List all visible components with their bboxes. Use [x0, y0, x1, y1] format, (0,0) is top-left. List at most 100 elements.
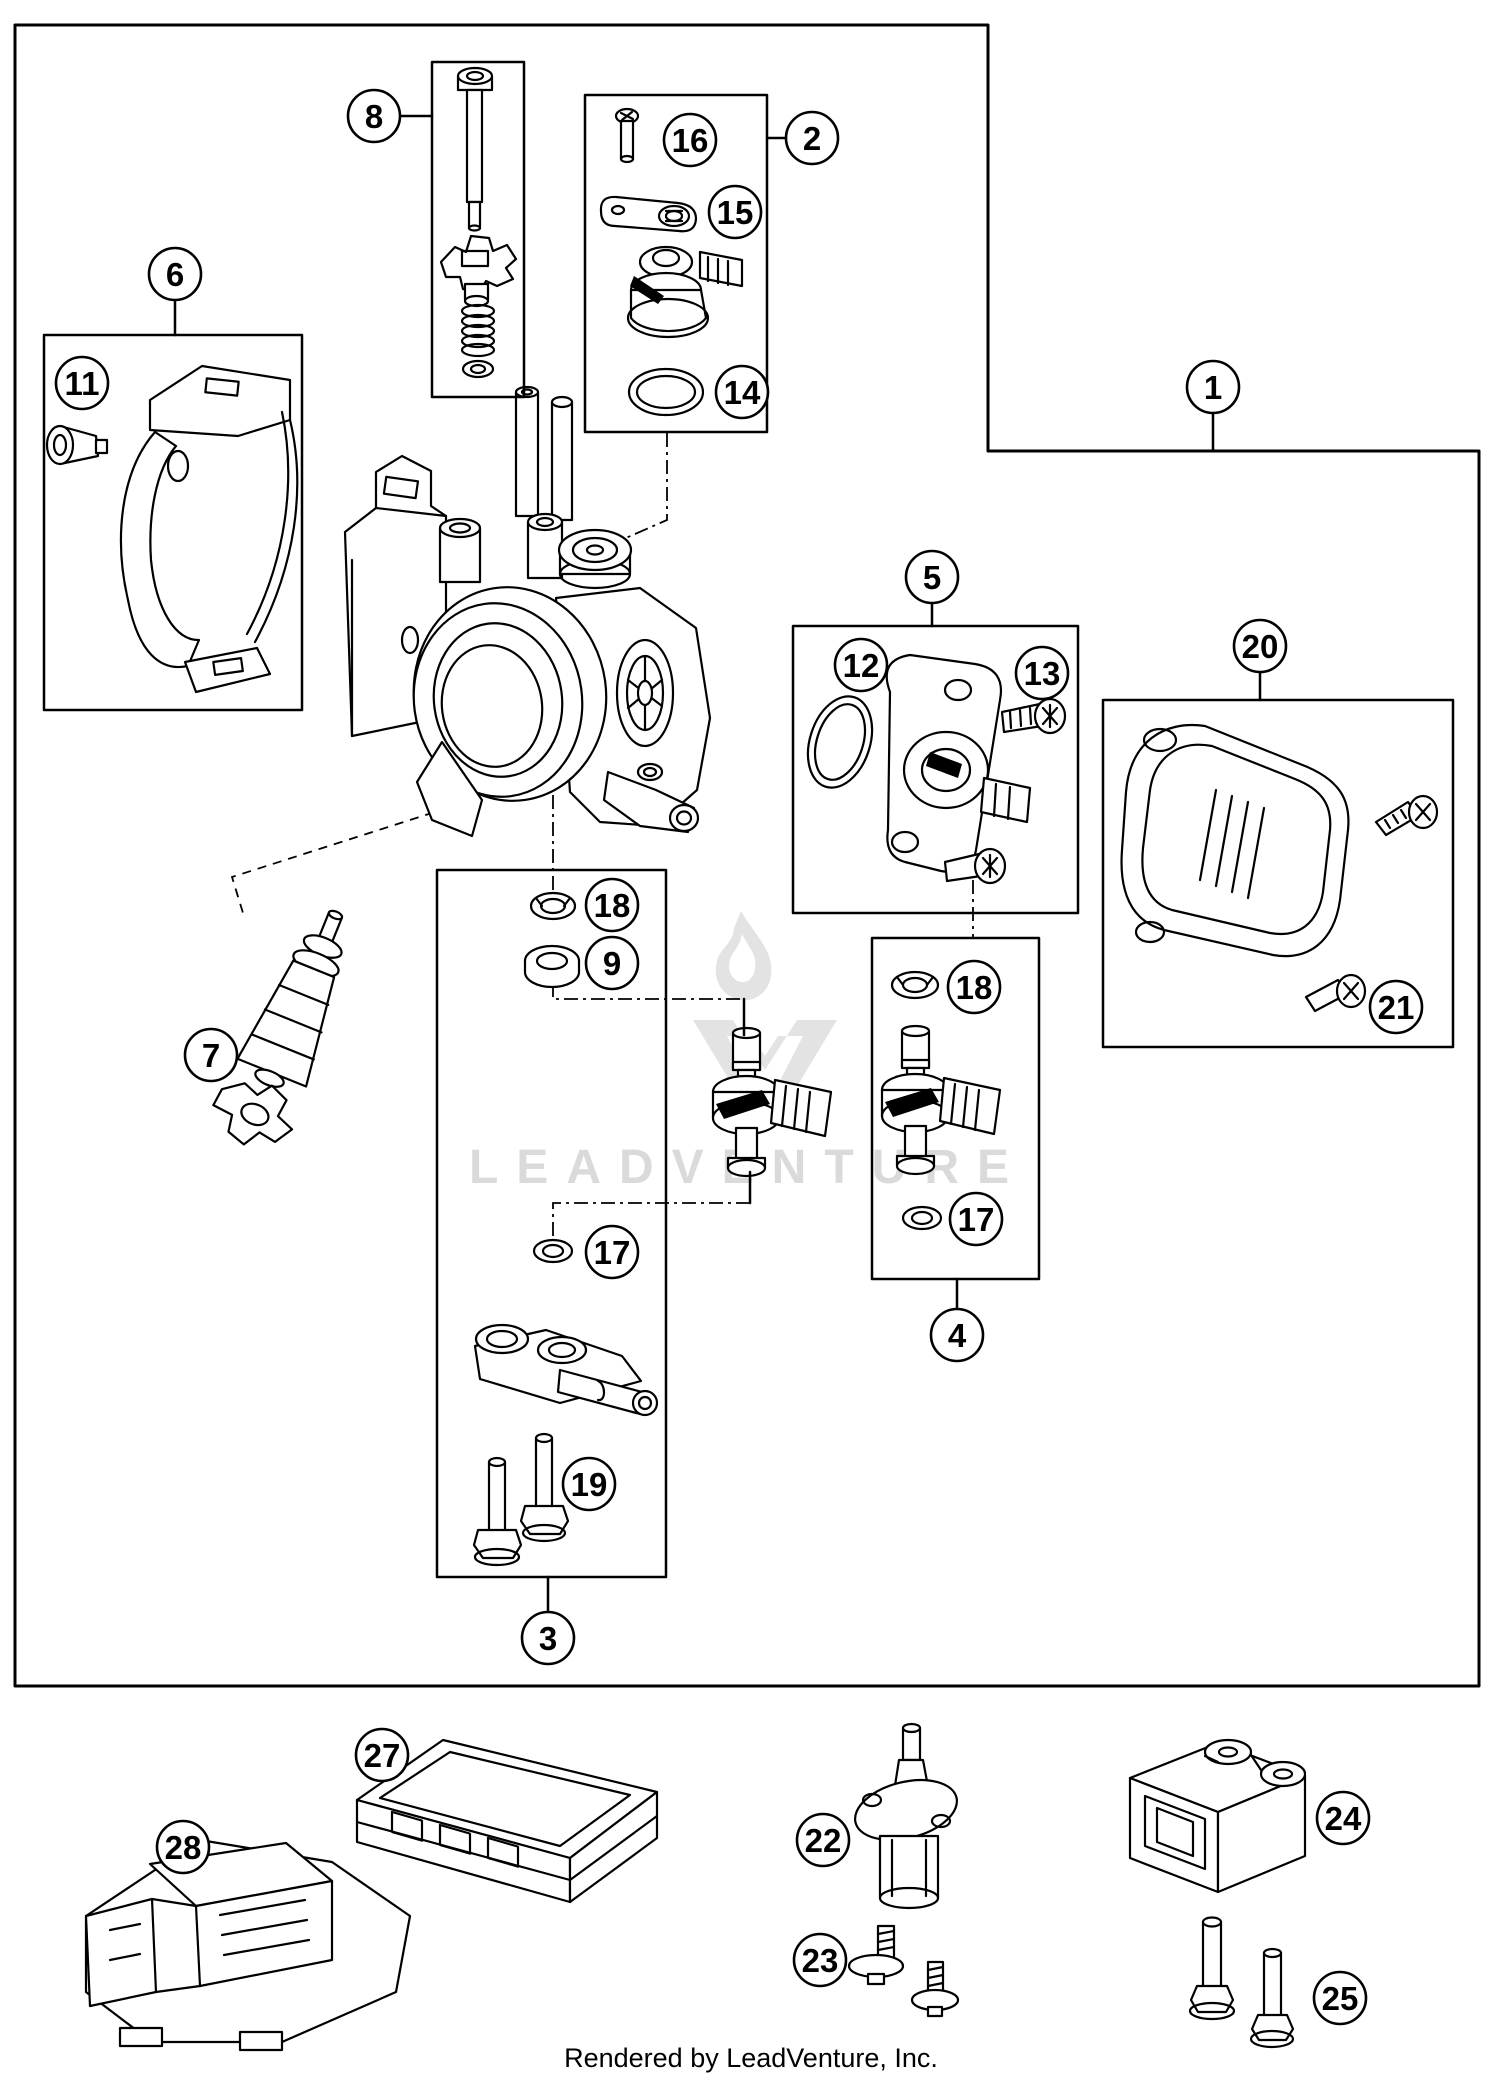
sensor-cover-part20: [1120, 723, 1350, 958]
callout-circle-1: [1185, 359, 1241, 415]
bolts-part19: [472, 1432, 570, 1567]
callout-19: 19: [561, 1456, 617, 1512]
callout-circle-14: [714, 364, 770, 420]
throttle-body-main: [343, 385, 712, 838]
callout-number-13: 13: [1024, 655, 1061, 692]
callout-circle-2: [784, 110, 840, 166]
box-part-2: [583, 93, 769, 434]
callout-circle-18: [584, 877, 640, 933]
o-ring-part14: [627, 367, 705, 417]
callout-3: 3: [520, 1610, 576, 1666]
callout-circle-9: [584, 935, 640, 991]
reference-lines: [230, 433, 974, 1238]
callout-circle-3: [520, 1610, 576, 1666]
callout-number-9: 9: [603, 945, 621, 982]
callout-17: 17: [584, 1224, 640, 1280]
callout-number-16: 16: [672, 122, 709, 159]
callout-circle-24: [1315, 1790, 1371, 1846]
callout-number-14: 14: [724, 374, 761, 411]
callout-25: 25: [1312, 1970, 1368, 2026]
callout-number-19: 19: [571, 1466, 608, 1503]
callout-circle-25: [1312, 1970, 1368, 2026]
footer-credit-text: Rendered by LeadVenture, Inc.: [564, 2043, 938, 2073]
callout-number-8: 8: [365, 98, 383, 135]
screws-part23: [847, 1924, 960, 2018]
callout-circle-4: [929, 1307, 985, 1363]
spring-part8: [460, 303, 496, 358]
callout-circle-15: [707, 184, 763, 240]
regulator-flange-part3: [473, 1323, 659, 1417]
callout-17: 17: [948, 1191, 1004, 1247]
seal-part17b: [901, 1205, 943, 1231]
callout-number-6: 6: [166, 256, 184, 293]
callout-circle-5: [904, 549, 960, 605]
throttle-sensor-cam-part2: [626, 245, 744, 339]
dashdot-line-0: [602, 433, 668, 549]
callout-number-28: 28: [165, 1829, 202, 1866]
callout-circle-11: [54, 355, 110, 411]
callout-1: 1: [1185, 359, 1241, 415]
fuel-injector-a: [711, 1026, 833, 1178]
callout-number-1: 1: [1204, 369, 1222, 406]
callout-13: 13: [1014, 645, 1070, 701]
plug-part11: [45, 424, 109, 466]
callout-number-17: 17: [958, 1201, 995, 1238]
callout-number-12: 12: [843, 647, 880, 684]
position-sensor-part5: [885, 653, 1032, 874]
box-part-8: [430, 60, 526, 399]
callout-number-21: 21: [1378, 989, 1415, 1026]
callout-number-23: 23: [802, 1942, 839, 1979]
diagram-outer-border: [13, 23, 1481, 1688]
bolts-part25: [1188, 1916, 1295, 2049]
callout-number-18: 18: [594, 887, 631, 924]
callout-5: 5: [904, 549, 960, 605]
connector-bracket-part24: [1128, 1738, 1307, 1894]
callout-circle-28: [155, 1819, 211, 1875]
callout-21: 21: [1368, 979, 1424, 1035]
callout-number-27: 27: [364, 1737, 401, 1774]
ecu-bracket-part28: [84, 1838, 412, 2052]
callout-number-24: 24: [1325, 1800, 1362, 1837]
callout-18: 18: [946, 959, 1002, 1015]
callout-number-22: 22: [805, 1822, 842, 1859]
seal-part17a: [532, 1238, 574, 1264]
box-part-3: [435, 868, 668, 1579]
box-part-6: [42, 333, 304, 712]
callout-number-7: 7: [202, 1037, 220, 1074]
callout-2: 2: [784, 110, 840, 166]
callout-number-2: 2: [803, 120, 821, 157]
callout-22: 22: [795, 1812, 851, 1868]
star-adjust-wheel-part8: [439, 234, 518, 308]
group-boxes-layer: [42, 60, 1455, 1579]
callout-circle-6: [147, 246, 203, 302]
callout-9: 9: [584, 935, 640, 991]
callout-circle-17: [584, 1224, 640, 1280]
callout-number-15: 15: [717, 194, 754, 231]
callout-12: 12: [833, 637, 889, 693]
callout-24: 24: [1315, 1790, 1371, 1846]
idle-adjust-screw-part7: [212, 909, 344, 1146]
callout-4: 4: [929, 1307, 985, 1363]
dashdot-line-2: [552, 983, 744, 1000]
callout-15: 15: [707, 184, 763, 240]
box-part-4: [870, 936, 1041, 1281]
callout-6: 6: [147, 246, 203, 302]
callout-27: 27: [354, 1727, 410, 1783]
callout-number-25: 25: [1322, 1980, 1359, 2017]
callout-circle-18: [946, 959, 1002, 1015]
seal-part18a: [529, 891, 577, 921]
callout-16: 16: [662, 112, 718, 168]
dashdot-line-3: [552, 1202, 750, 1238]
lever-plate-part15: [599, 195, 698, 233]
callout-circle-13: [1014, 645, 1070, 701]
callout-circle-16: [662, 112, 718, 168]
callout-20: 20: [1232, 618, 1288, 674]
callout-11: 11: [54, 355, 110, 411]
callout-18: 18: [584, 877, 640, 933]
seal-part9: [523, 944, 581, 989]
watermark-v-icon: [693, 1020, 837, 1118]
watermark-flame-icon: [715, 911, 772, 1001]
map-sensor-part22: [853, 1722, 959, 1910]
callout-number-3: 3: [539, 1620, 557, 1657]
